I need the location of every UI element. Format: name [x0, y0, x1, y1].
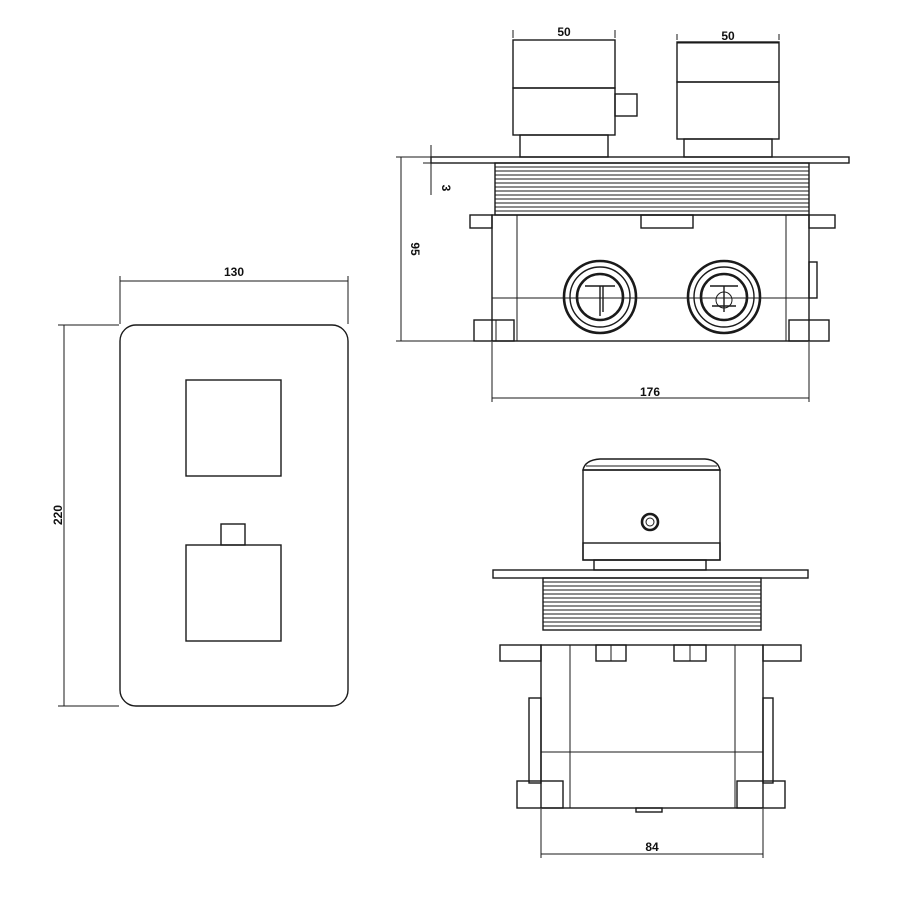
dimension-label-body-width: 176 [640, 385, 660, 399]
front-view [119, 324, 349, 707]
right-handle-stem [683, 138, 773, 158]
side-view-threads [543, 581, 761, 627]
side-view-faceplate [492, 569, 809, 579]
side-view-handle-stem [593, 559, 707, 571]
dimension-plate-width: 130 [119, 265, 349, 324]
dimension-label-plate-thickness: 3 [439, 185, 453, 192]
right-handle-body [676, 81, 780, 140]
side-view-body [540, 644, 764, 809]
top-view-lug-right [808, 214, 836, 229]
dimension-body-side-width: 84 [540, 809, 764, 858]
side-view-handle-button [640, 512, 660, 532]
dimension-label-plate-width: 130 [224, 265, 244, 279]
top-view-lug-center [640, 214, 694, 229]
outlet-left [562, 259, 638, 335]
top-view-lug-left [469, 214, 493, 229]
side-view-handle-band [582, 542, 721, 561]
upper-control-knob [185, 379, 282, 477]
side-view-handle-cap [582, 458, 721, 471]
top-view-faceplate [430, 156, 850, 164]
left-handle-body [512, 87, 616, 136]
dimension-label-handle-left: 50 [557, 25, 571, 39]
left-handle-top [512, 39, 616, 89]
outlet-right [686, 259, 762, 335]
dimension-body-depth: 95 [396, 156, 492, 342]
dimension-plate-height: 220 [51, 324, 119, 707]
lower-control-knob [185, 544, 282, 642]
dimension-body-width: 176 [491, 342, 810, 402]
lower-knob-button [220, 523, 246, 546]
dimension-handle-width-left: 50 [512, 25, 616, 41]
dimension-label-handle-right: 50 [721, 29, 735, 43]
top-view [430, 39, 850, 342]
faceplate-outline [119, 324, 349, 707]
side-view-foot-right [736, 780, 786, 809]
dimension-handle-width-right: 50 [676, 29, 780, 44]
dimension-label-body-depth: 95 [408, 242, 422, 256]
side-view-foot-left [516, 780, 564, 809]
dimension-label-body-side-width: 84 [645, 840, 659, 854]
top-view-body [491, 214, 810, 342]
dimension-label-plate-height: 220 [51, 505, 65, 525]
side-view-rib-right [762, 697, 774, 784]
side-view-lug-left [499, 644, 542, 662]
side-view-threaded-sleeve [542, 577, 762, 631]
top-view-foot-left [473, 319, 515, 342]
top-view-threads [495, 166, 809, 212]
side-view [492, 458, 809, 813]
top-view-side-tab [808, 261, 818, 299]
right-handle-top [676, 41, 780, 83]
side-view-rib-left [528, 697, 542, 784]
side-view-lug-right [762, 644, 802, 662]
side-view-bottom-stub [635, 807, 663, 813]
dimension-plate-thickness: 3 [423, 145, 460, 195]
left-handle-stem [519, 134, 609, 158]
left-handle-button [614, 93, 638, 117]
